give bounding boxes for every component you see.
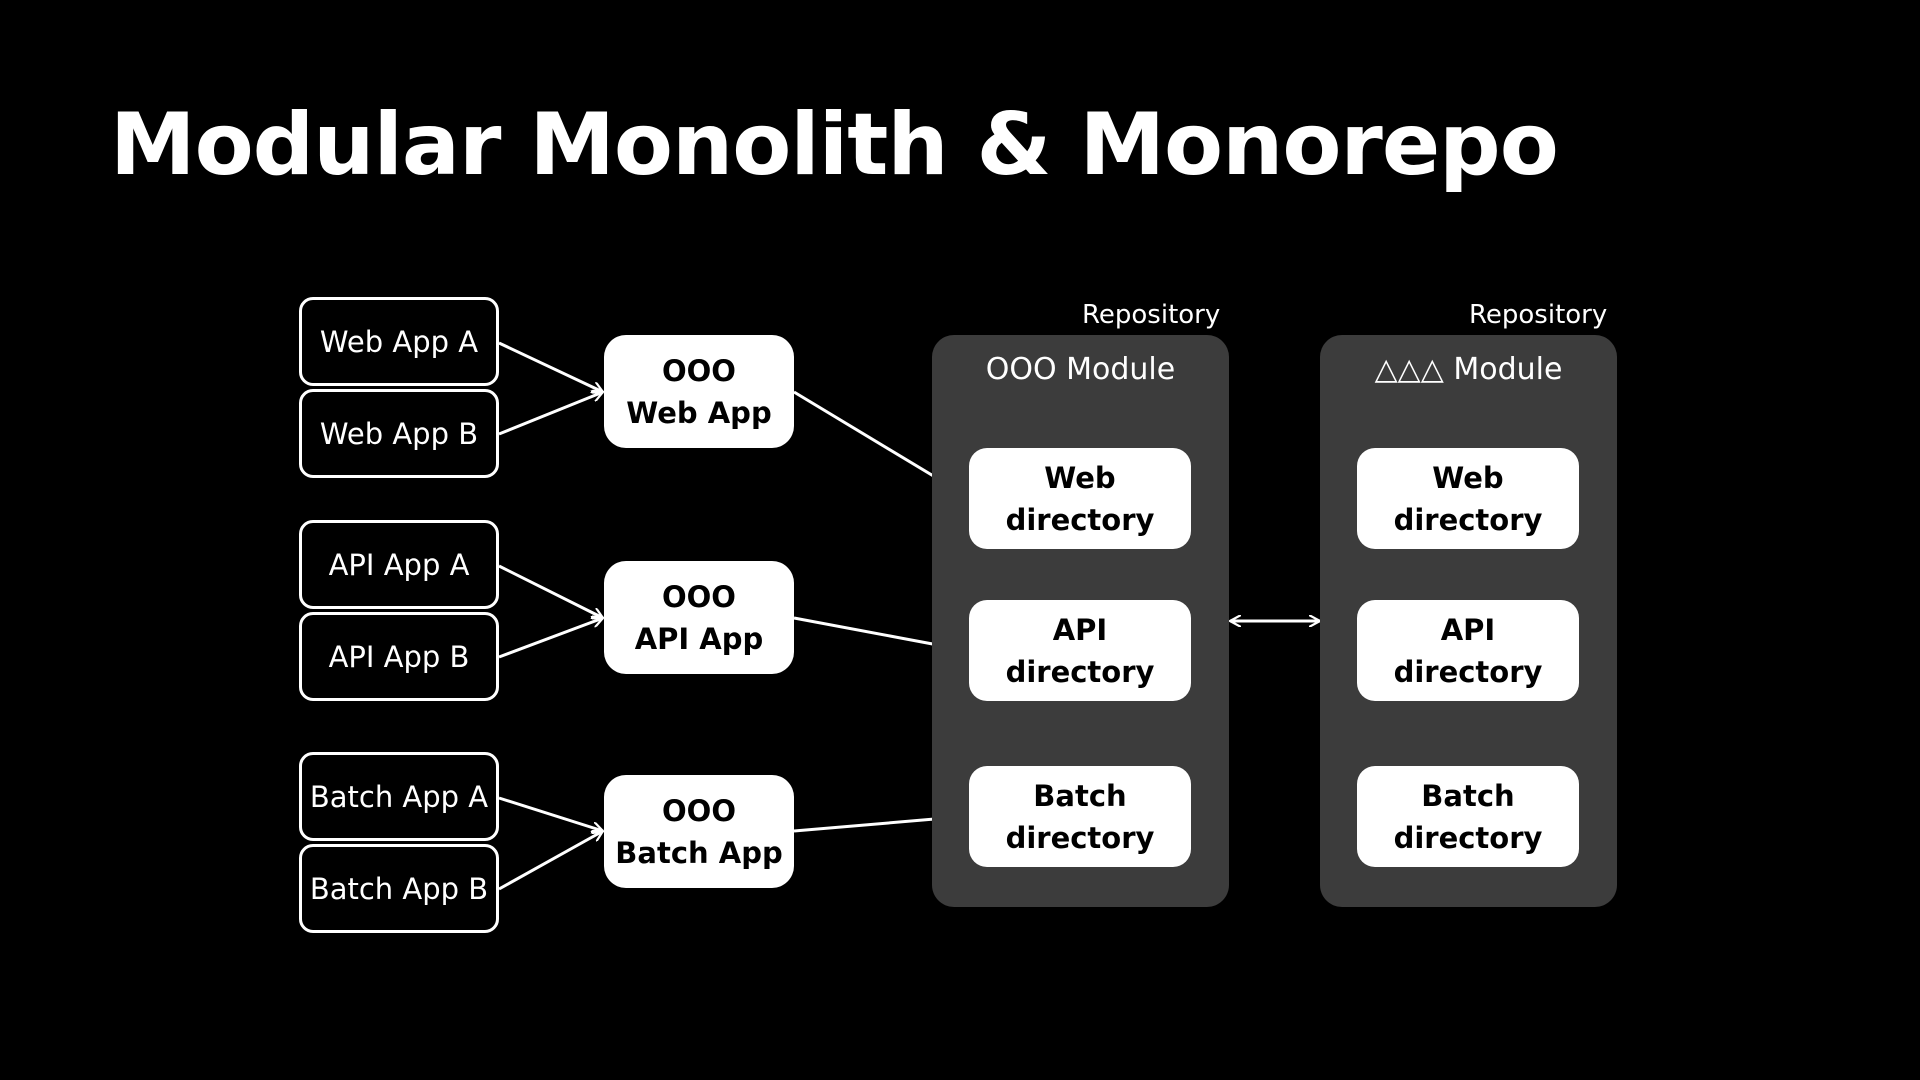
module-2-web-directory-line2: directory bbox=[1393, 502, 1543, 537]
module-title-2: △△△ Module bbox=[1374, 352, 1563, 387]
batch-app-b-label: Batch App B bbox=[309, 871, 489, 906]
arrow-batch-b-to-batch-app bbox=[498, 829, 603, 891]
module-2-web-directory: Web directory bbox=[1357, 448, 1579, 549]
batch-app-a-box: Batch App A bbox=[299, 752, 499, 841]
shared-web-app-line2: Web App bbox=[626, 395, 772, 430]
module-1-api-directory-line1: API bbox=[1052, 612, 1108, 647]
module-2-batch-directory: Batch directory bbox=[1357, 766, 1579, 867]
module-2-batch-directory-line2: directory bbox=[1393, 820, 1543, 855]
module-1-batch-directory: Batch directory bbox=[969, 766, 1191, 867]
slide-title: Modular Monolith & Monorepo bbox=[110, 95, 1559, 195]
web-app-b-label: Web App B bbox=[319, 416, 479, 451]
api-app-a-box: API App A bbox=[299, 520, 499, 609]
module-title-1: OOO Module bbox=[985, 352, 1176, 387]
arrow-api-b-to-api-app bbox=[498, 618, 603, 659]
shared-api-app-box: OOO API App bbox=[604, 561, 794, 674]
arrow-web-a-to-web-app bbox=[498, 341, 603, 392]
shared-batch-app-box: OOO Batch App bbox=[604, 775, 794, 888]
shared-batch-app-line1: OOO bbox=[662, 793, 736, 828]
module-2-api-directory-line1: API bbox=[1440, 612, 1496, 647]
module-1-web-directory: Web directory bbox=[969, 448, 1191, 549]
module-1-api-directory-line2: directory bbox=[1005, 654, 1155, 689]
batch-app-b-box: Batch App B bbox=[299, 844, 499, 933]
shared-api-app-line1: OOO bbox=[662, 579, 736, 614]
shared-api-app-line2: API App bbox=[634, 621, 764, 656]
arrow-web-b-to-web-app bbox=[498, 392, 603, 436]
module-2-batch-directory-line1: Batch bbox=[1421, 778, 1515, 813]
api-app-b-box: API App B bbox=[299, 612, 499, 701]
web-app-a-label: Web App A bbox=[319, 324, 479, 359]
module-1-api-directory: API directory bbox=[969, 600, 1191, 701]
web-app-a-box: Web App A bbox=[299, 297, 499, 386]
api-app-b-label: API App B bbox=[328, 639, 470, 674]
module-1-web-directory-line1: Web bbox=[1044, 460, 1116, 495]
arrow-api-a-to-api-app bbox=[498, 564, 603, 618]
web-app-b-box: Web App B bbox=[299, 389, 499, 478]
module-2-api-directory-line2: directory bbox=[1393, 654, 1543, 689]
shared-batch-app-line2: Batch App bbox=[615, 835, 783, 870]
module-1-web-directory-line2: directory bbox=[1005, 502, 1155, 537]
shared-web-app-box: OOO Web App bbox=[604, 335, 794, 448]
arrow-batch-a-to-batch-app bbox=[498, 796, 603, 831]
repository-label-1: Repository bbox=[1082, 300, 1221, 330]
module-1-batch-directory-line2: directory bbox=[1005, 820, 1155, 855]
shared-web-app-line1: OOO bbox=[662, 353, 736, 388]
module-1-batch-directory-line1: Batch bbox=[1033, 778, 1127, 813]
batch-app-a-label: Batch App A bbox=[309, 779, 489, 814]
module-2-web-directory-line1: Web bbox=[1432, 460, 1504, 495]
api-app-a-label: API App A bbox=[328, 547, 470, 582]
repository-label-2: Repository bbox=[1469, 300, 1608, 330]
module-2-api-directory: API directory bbox=[1357, 600, 1579, 701]
